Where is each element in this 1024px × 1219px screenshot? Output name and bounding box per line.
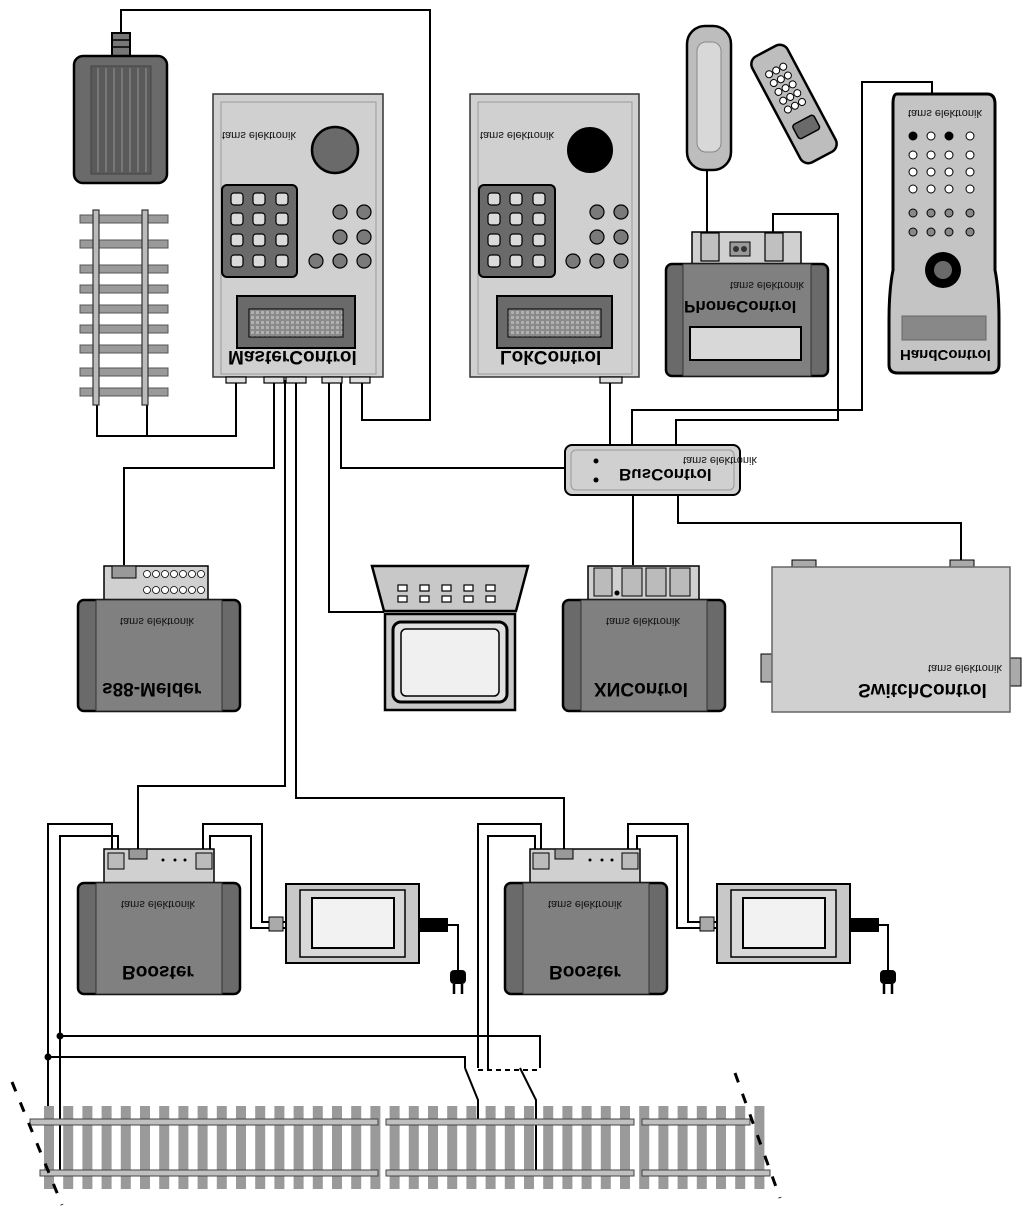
track-sleeper [581,1106,592,1189]
track-sleeper [735,1106,746,1189]
track-sleeper [236,1106,246,1189]
track-sleeper [696,1106,707,1189]
track-sleeper [332,1106,342,1189]
speed-knob-icon [310,125,360,175]
track-sleeper [293,1106,304,1189]
track-sleeper [159,1106,170,1189]
phonecontrol-device: tams elektronik PhoneControl [664,231,830,378]
phonecontrol-label: PhoneControl [684,297,796,316]
booster-label: Booster [122,961,194,982]
keypad-icon [221,184,298,278]
track-sleeper [485,1106,496,1189]
xncontrol-label: XNControl [594,678,688,699]
phone-handset-icon [685,24,733,172]
brand-label: tams elektronik [480,129,554,141]
brand-label: tams elektronik [730,279,804,291]
track-sleeper [274,1106,285,1189]
s88-melder-label: s88-Melder [102,678,202,699]
xncontrol-device: tams elektronik XNControl [561,565,727,713]
track-sleeper [562,1106,573,1189]
lokcontrol-device: tams elektronik LokControl [469,93,640,384]
main-track-icon [10,1072,782,1206]
wiring [44,9,962,1170]
small-track-icon [79,209,169,406]
track-sleeper [639,1106,650,1189]
s88-melder-device: tams elektronik s88-Melder [76,565,242,713]
handcontrol-device: tams elektronik HandControl [887,92,1001,375]
monitor-icon [370,564,530,712]
brand-label: tams elektronik [928,662,1002,674]
brand-label: tams elektronik [120,615,194,627]
brand-label: tams elektronik [683,454,757,466]
switchcontrol-label: SwitchControl [858,679,987,700]
track-sleeper [351,1106,362,1189]
track-sleeper [466,1106,477,1189]
power-plug-icon [880,970,896,994]
speed-knob-icon [567,127,613,173]
track-sleeper [216,1106,227,1189]
track-sleeper [63,1106,74,1189]
track-sleeper [120,1106,131,1189]
track-sleeper [428,1106,438,1189]
track-sleeper [82,1106,93,1189]
track-sleeper [600,1106,611,1189]
brand-label: tams elektronik [121,898,195,910]
track-sleeper [716,1106,726,1189]
power-supply-icon [72,32,169,185]
track-sleeper [754,1106,765,1189]
brand-label: tams elektronik [908,107,982,119]
track-sleeper [620,1106,630,1189]
track-sleeper [101,1106,112,1189]
remote-control-icon [750,43,838,165]
track-sleeper [197,1106,208,1189]
brand-label: tams elektronik [222,129,296,141]
transformer-2-icon [699,883,896,994]
track-sleeper [543,1106,554,1189]
booster-1-device: tams elektronik Booster [76,848,242,996]
track-sleeper [524,1106,534,1189]
lokcontrol-label: LokControl [500,346,601,367]
track-sleeper [677,1106,688,1189]
handcontrol-label: HandControl [900,346,991,363]
booster-label: Booster [549,961,621,982]
track-sleeper [658,1106,669,1189]
track-sleeper [389,1106,400,1189]
brand-label: tams elektronik [548,898,622,910]
keypad-icon [478,184,556,278]
mastercontrol-device: tams elektronik MasterControl [212,93,384,384]
track-sleeper [255,1106,266,1189]
buscontrol-device: tams elektronik BusControl [564,444,757,496]
booster-2-device: tams elektronik Booster [503,848,669,996]
buscontrol-label: BusControl [619,465,712,484]
track-sleeper [140,1106,150,1189]
brand-label: tams elektronik [606,615,680,627]
track-sleeper [504,1106,515,1189]
transformer-1-icon [268,883,466,994]
track-sleeper [44,1106,54,1189]
track-sleeper [408,1106,419,1189]
track-sleeper [178,1106,189,1189]
display-icon [901,315,987,341]
power-plug-icon [450,970,466,994]
track-sleeper [312,1106,323,1189]
mastercontrol-label: MasterControl [228,346,357,367]
track-sleeper [447,1106,458,1189]
track-sleeper [370,1106,381,1189]
switchcontrol-device: tams elektronik SwitchControl [760,559,1022,713]
